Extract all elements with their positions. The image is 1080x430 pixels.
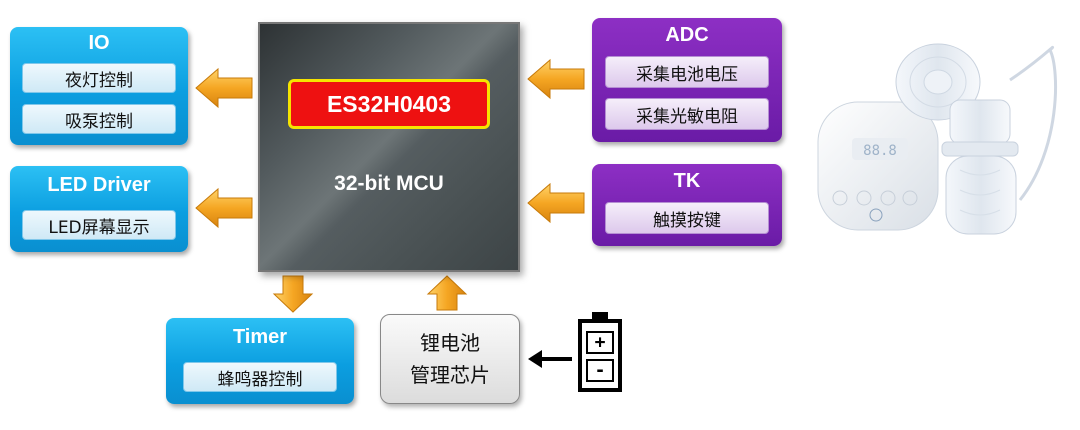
mcu-block	[258, 22, 520, 272]
arrow-from-tk	[527, 182, 585, 224]
arrow-from-adc	[527, 58, 585, 100]
timer-item-buzzer: 蜂鸣器控制	[183, 362, 337, 392]
adc-block: ADC 采集电池电压 采集光敏电阻	[592, 18, 782, 142]
arrow-to-led	[195, 187, 253, 229]
io-item-night-light: 夜灯控制	[22, 63, 176, 93]
battery-minus: -	[586, 359, 614, 382]
timer-title: Timer	[232, 326, 288, 348]
battery-management-block: 锂电池 管理芯片	[380, 314, 520, 404]
tk-block: TK 触摸按键	[592, 164, 782, 246]
bms-line1: 锂电池	[420, 331, 480, 355]
arrow-from-battery	[528, 350, 542, 368]
tk-title: TK	[673, 170, 701, 192]
tk-item-touch-key: 触摸按键	[605, 202, 769, 234]
mcu-label: 32-bit MCU	[334, 172, 444, 195]
adc-item-photoresistor: 采集光敏电阻	[605, 98, 769, 130]
timer-block: Timer 蜂鸣器控制	[166, 318, 354, 404]
led-item-display: LED屏幕显示	[22, 210, 176, 240]
arrow-to-timer	[272, 275, 314, 313]
arrow-to-io	[195, 67, 253, 109]
arrow-from-bms	[426, 275, 468, 311]
led-driver-block: LED Driver LED屏幕显示	[10, 166, 188, 252]
pump-display: 88.8	[863, 143, 897, 159]
io-block: IO 夜灯控制 吸泵控制	[10, 27, 188, 145]
chip-name: ES32H0403	[288, 79, 490, 129]
io-item-pump: 吸泵控制	[22, 104, 176, 134]
adc-item-battery-voltage: 采集电池电压	[605, 56, 769, 88]
battery-icon: + -	[578, 312, 622, 392]
breast-pump-image: 88.8	[810, 30, 1070, 250]
battery-plus: +	[586, 331, 614, 354]
led-driver-title: LED Driver	[47, 174, 151, 196]
io-title: IO	[88, 32, 110, 54]
bms-line2: 管理芯片	[410, 363, 490, 387]
adc-title: ADC	[665, 24, 709, 46]
